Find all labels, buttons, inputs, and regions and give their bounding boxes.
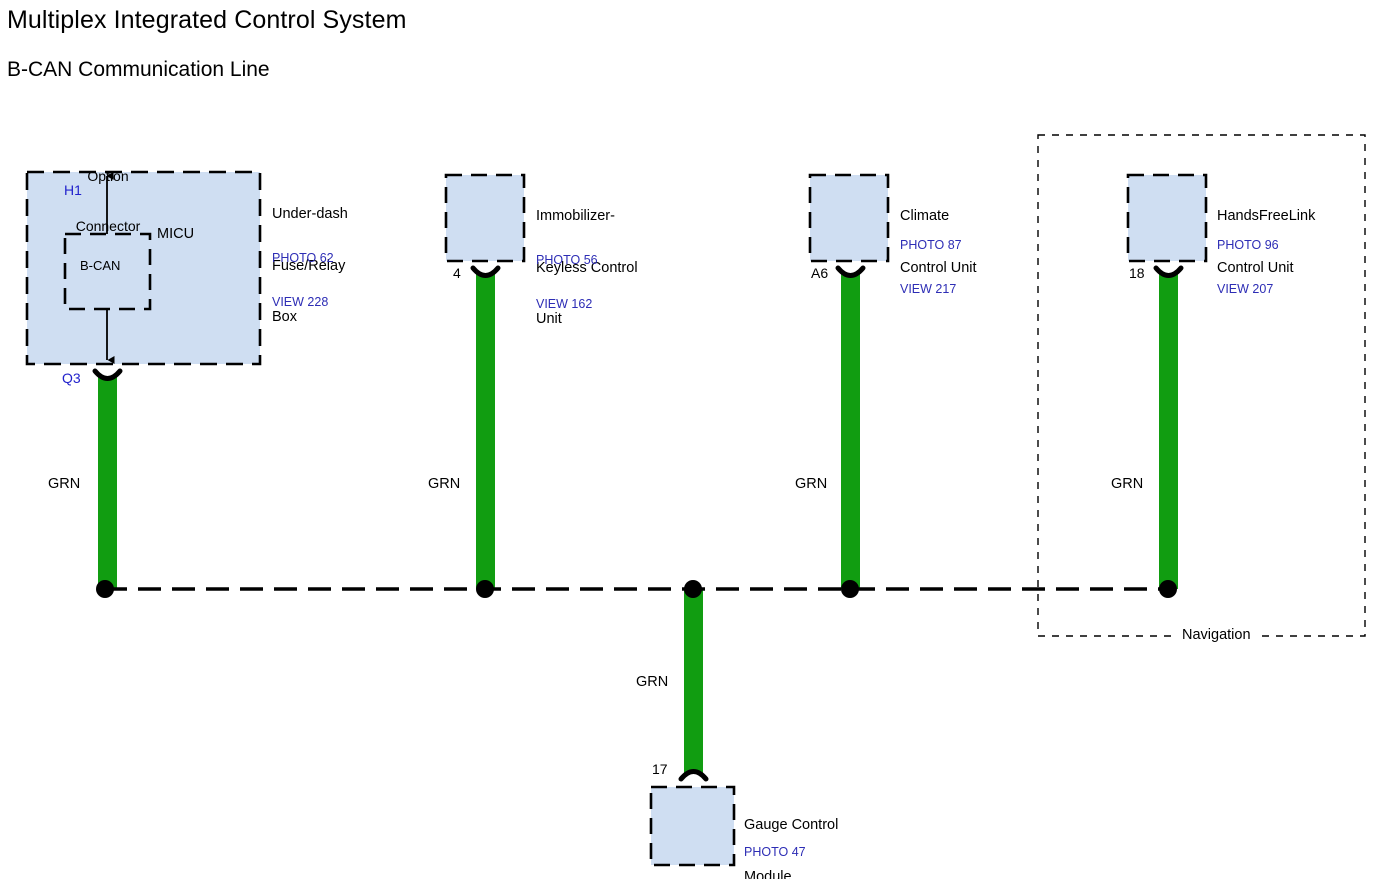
module-name-line: Immobilizer- <box>536 208 615 225</box>
module-label-gauge-control-module: Gauge Control Module <box>744 783 838 879</box>
module-ref-immobilizer-keyless-control-unit[interactable]: PHOTO 56 VIEW 162 <box>536 223 598 341</box>
navigation-enclosure <box>1037 134 1366 637</box>
b-can-bus-line <box>96 580 1177 598</box>
photo-ref[interactable]: PHOTO 87 <box>900 237 962 252</box>
option-connector-label: Option Connector <box>68 135 148 267</box>
pin-label-q3: Q3 <box>62 370 81 386</box>
module-immobilizer-keyless-control-unit[interactable] <box>444 173 526 263</box>
module-ref-gauge-control-module[interactable]: PHOTO 47 VIEW 209 <box>744 815 806 879</box>
photo-ref[interactable]: PHOTO 47 <box>744 844 806 859</box>
module-name-line: Control Unit <box>900 259 977 276</box>
module-name-line: Keyless Control <box>536 259 638 276</box>
pin-label-17: 17 <box>652 761 668 777</box>
wire-gauge-control-module <box>678 589 709 782</box>
module-name-line: Module <box>744 868 792 879</box>
pin-label-4: 4 <box>453 265 461 281</box>
wire-label-grn-2: GRN <box>428 476 461 492</box>
wire-climate-control-unit <box>835 265 866 589</box>
micu-unit-label: MICU <box>157 226 195 242</box>
photo-ref[interactable]: PHOTO 56 <box>536 252 598 267</box>
bus-junction-dot <box>1159 580 1177 598</box>
wire-under-dash-fuse-relay-box <box>92 368 123 589</box>
page-title: Multiplex Integrated Control System <box>7 6 407 34</box>
module-ref-under-dash-fuse-relay-box[interactable]: PHOTO 62 VIEW 228 <box>272 221 334 339</box>
photo-ref[interactable]: PHOTO 96 <box>1217 237 1279 252</box>
module-label-immobilizer-keyless-control-unit: Immobilizer- Keyless Control Unit <box>536 174 638 362</box>
photo-ref[interactable]: PHOTO 62 <box>272 250 334 265</box>
bus-junction-dot <box>96 580 114 598</box>
module-label-climate-control-unit: Climate Control Unit <box>900 174 977 311</box>
module-gauge-control-module[interactable] <box>649 785 736 867</box>
module-name-line: HandsFreeLink <box>1217 208 1316 225</box>
module-ref-climate-control-unit[interactable]: PHOTO 87 VIEW 217 <box>900 208 962 326</box>
bus-junction-dot <box>684 580 702 598</box>
bus-junction-dot <box>841 580 859 598</box>
module-name-line: Box <box>272 308 297 325</box>
pin-label-18: 18 <box>1129 265 1145 281</box>
module-under-dash-fuse-relay-box[interactable] <box>25 170 262 366</box>
module-ref-handsfreelink-control-unit[interactable]: PHOTO 96 VIEW 207 <box>1217 208 1279 326</box>
pin-label-h1: H1 <box>64 182 82 198</box>
module-label-under-dash-fuse-relay-box: Under-dash Fuse/Relay Box <box>272 172 348 360</box>
module-name-line: Climate <box>900 208 950 225</box>
wire-label-grn-5: GRN <box>636 674 669 690</box>
module-label-handsfreelink-control-unit: HandsFreeLink Control Unit <box>1217 174 1315 311</box>
b-can-block-label: B-CAN <box>80 258 121 273</box>
module-name-line: Gauge Control <box>744 817 839 834</box>
module-name-line: Unit <box>536 310 562 327</box>
view-ref[interactable]: VIEW 162 <box>536 296 593 311</box>
module-name-line: Control Unit <box>1217 259 1294 276</box>
view-ref[interactable]: VIEW 207 <box>1217 281 1274 296</box>
module-handsfreelink-control-unit[interactable] <box>1126 173 1208 263</box>
module-name-line: Under-dash <box>272 206 348 223</box>
bus-junction-dot <box>476 580 494 598</box>
module-name-line: Fuse/Relay <box>272 257 346 274</box>
navigation-group-label: Navigation <box>1175 627 1258 645</box>
module-climate-control-unit[interactable] <box>808 173 890 263</box>
page-subtitle: B-CAN Communication Line <box>7 58 270 81</box>
wire-label-grn-4: GRN <box>1111 476 1144 492</box>
pin-label-a6: A6 <box>811 265 829 281</box>
option-connector-line-1: Option <box>87 168 129 185</box>
view-ref[interactable]: VIEW 228 <box>272 294 329 309</box>
wire-label-grn-3: GRN <box>795 476 828 492</box>
view-ref[interactable]: VIEW 217 <box>900 281 957 296</box>
option-connector-line-2: Connector <box>75 217 141 234</box>
wire-immobilizer-keyless-control-unit <box>470 265 501 589</box>
wire-label-grn-1: GRN <box>48 476 81 492</box>
wire-handsfreelink-control-unit <box>1153 265 1184 589</box>
